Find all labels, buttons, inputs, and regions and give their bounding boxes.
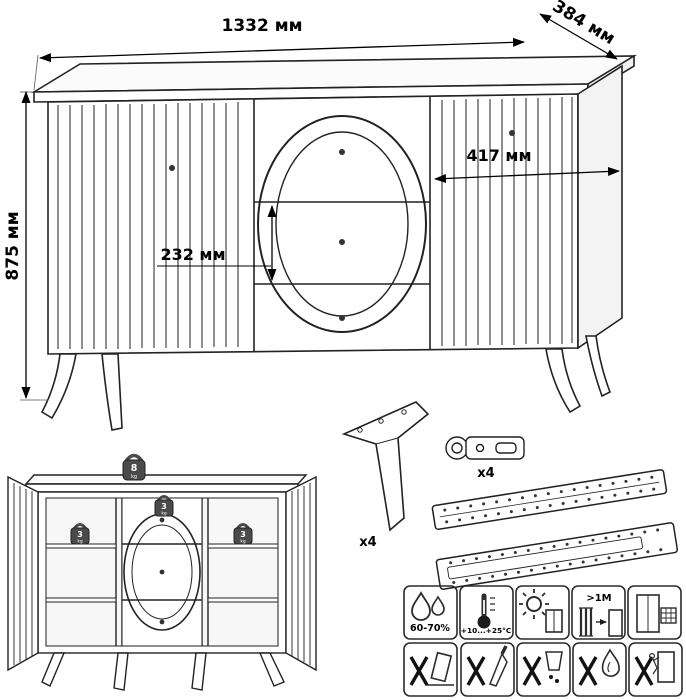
temperature-icon: +10...+25°C [459,585,514,640]
prohibition-x [466,656,486,686]
cabinet-leg-front-left [40,353,77,420]
ventilation-icon [627,585,682,640]
prohibition-x [578,656,598,686]
do-not-tilt-icon [403,642,458,697]
open-left-door [7,475,39,672]
cabinet-side-face [577,64,623,350]
temperature-label: +10...+25°C [461,626,512,635]
cabinet-leg-front-right [545,348,582,414]
height-dimension-label: 875 мм [3,211,23,280]
weight-drawer-unit: kg [161,511,167,517]
load-weights: 8 kg 3 kg 3 kg 3 kg [70,453,253,545]
hinge-drawing: x4 [445,436,525,481]
weight-top-unit: kg [131,474,137,480]
drawer-knob-top [339,149,345,155]
oval-ring-outer [257,115,427,333]
weight-top: 8 kg [122,453,146,481]
cabinet-leg-back-right [585,335,612,398]
humidity-icon: 60-70% [403,585,458,640]
prohibition-x [409,656,429,686]
no-open-flame-icon [572,642,627,697]
drawer-slide-upper [431,469,668,531]
depth-dimension-arrow [539,13,618,60]
drawer-slide-lower [435,522,679,590]
width-dimension-arrow [39,37,525,63]
main-cabinet-drawing [31,54,637,431]
open-right-door [285,475,317,672]
care-icons-grid: 60-70% +10...+25°C >1M [403,585,683,697]
weight-drawer: 3 kg [154,495,174,517]
drawer-slides-drawing [431,469,679,590]
no-sharp-objects-icon [460,642,515,697]
section-width-arrow [434,166,620,184]
no-liquids-icon [516,642,571,697]
open-cabinet-drawing [7,474,317,691]
drawer-knob-bottom [339,315,345,321]
weight-shelf-right-unit: kg [240,539,246,545]
cabinet-leg-back-left [101,353,123,431]
weight-shelf-left-value: 3 [77,530,83,539]
left-door-fluting [57,102,239,349]
section-width-label: 417 мм [466,146,531,165]
prohibition-x [634,656,654,686]
leg-hardware-drawing: x4 [341,401,430,550]
humidity-label: 60-70% [410,623,450,634]
heat-distance-label: >1M [586,593,611,604]
hinge-qty-label: x4 [477,466,494,481]
leg-qty-label: x4 [359,535,376,550]
weight-shelf-left-unit: kg [77,539,83,545]
right-door-fluting [441,97,573,346]
furniture-leg-shape [341,401,430,532]
prohibition-x [522,656,542,686]
weight-top-value: 8 [131,463,138,474]
do-not-climb-icon [628,642,683,697]
sunlight-icon [515,585,570,640]
left-door-knob [169,165,175,171]
weight-shelf-left: 3 kg [70,523,90,545]
cabinet-front-face [47,93,579,355]
width-dimension-label: 1332 мм [221,16,302,36]
drawer-height-label: 232 мм [160,245,225,264]
right-door-knob [509,130,515,136]
weight-shelf-right: 3 kg [233,523,253,545]
weight-shelf-right-value: 3 [240,530,246,539]
weight-drawer-value: 3 [161,502,167,511]
heat-distance-icon: >1M [571,585,626,640]
drawer-knob-middle [339,239,345,245]
